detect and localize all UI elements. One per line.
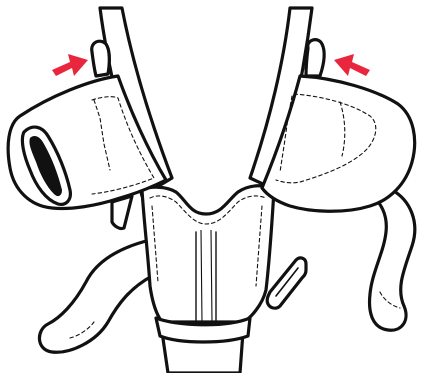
chest-piece — [142, 186, 274, 342]
left-arrow-icon — [52, 54, 88, 76]
right-arrow-icon — [334, 54, 370, 76]
side-buckle — [267, 258, 306, 308]
right-lower-strap — [370, 190, 415, 330]
left-lower-strap — [39, 240, 152, 352]
left-buckle-tab — [92, 41, 110, 76]
right-buckle-tab — [306, 40, 324, 76]
